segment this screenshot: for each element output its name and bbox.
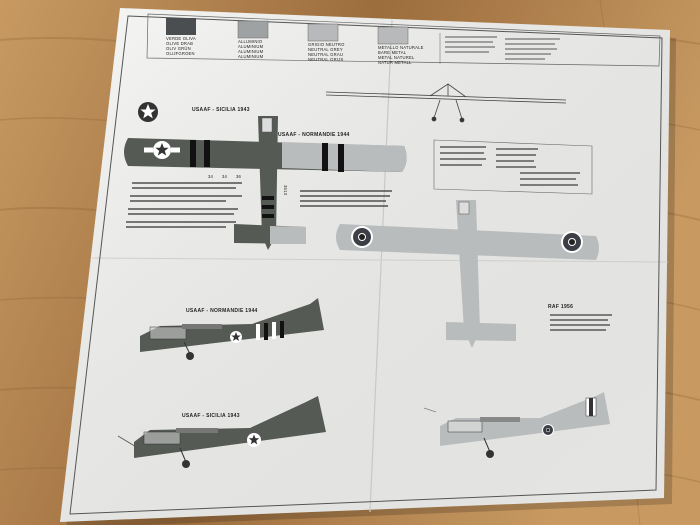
swatch-label: ALUMINIUM: [238, 44, 264, 49]
raf-roundel-right: [561, 231, 583, 253]
title-usaaf-normandie-top: USAAF - NORMANDIE 1944: [278, 132, 350, 138]
title-usaaf-sicilia-side: USAAF - SICILIA 1943: [182, 413, 240, 419]
swatch-label: ALLUMINIO: [238, 39, 263, 44]
usaaf-star-insignia: [138, 102, 158, 122]
raf-tailplane: [446, 322, 516, 341]
swatch-label: NEUTRAL GREY: [308, 47, 343, 52]
instruction-text-left: [126, 182, 242, 228]
side-view-usaaf-normandie: [140, 298, 324, 360]
svg-text:34: 34: [222, 174, 228, 179]
side-view-raf: [423, 392, 610, 458]
swatch-label: BARE METAL: [378, 50, 407, 55]
swatch-label: ALUMINIUM: [238, 54, 264, 59]
title-usaaf-sicilia-top: USAAF - SICILIA 1943: [192, 107, 250, 113]
paper-shade: [60, 8, 670, 522]
swatch-label: NATUR METALL: [378, 60, 412, 65]
swatch-label: METAL NATUREL: [378, 55, 415, 60]
raf-text-block: [550, 314, 612, 331]
sheet-border: [69, 15, 663, 515]
swatch-label: NEUTRAL GRAU: [308, 52, 343, 57]
swatch-label: OLIV GRÜN: [166, 46, 191, 51]
instruction-text-center: [300, 190, 392, 207]
swatch-label: GRIGIO NEUTRO: [308, 42, 345, 47]
svg-text:3513: 3513: [283, 185, 288, 196]
top-view-usaaf-plane: 3513 34 34 36: [124, 116, 407, 250]
side-view-usaaf-sicilia: [117, 396, 326, 468]
swatch-neutral-grey: [307, 23, 339, 42]
title-usaaf-normandie-side: USAAF - NORMANDIE 1944: [186, 308, 258, 314]
swatch-label: ALUMINIUM: [238, 49, 264, 54]
swatch-aluminium: [237, 20, 269, 39]
top-view-raf-plane: [336, 200, 599, 348]
fold-line-vertical: [369, 19, 393, 513]
swatch-label: VERDE OLIVA: [166, 36, 196, 41]
svg-text:34: 34: [208, 174, 214, 179]
swatch-label: METALLO NATURALE: [378, 45, 424, 50]
swatch-label: OLIVE DRAB: [166, 41, 193, 46]
raf-roundel-left: [351, 226, 373, 248]
swatch-label: OLIJFGROEN: [166, 51, 195, 56]
title-raf: RAF 1956: [548, 304, 573, 310]
paint-table-box: [433, 139, 593, 195]
swatch-label: NEUTRAL GRIJS: [308, 57, 344, 62]
fold-line-horizontal: [91, 257, 669, 263]
swatch-olive-drab: [166, 18, 196, 35]
swatch-bare-metal: [377, 26, 409, 45]
outline-front-view-plane: [325, 83, 567, 123]
raf-fuselage: [456, 200, 480, 348]
svg-text:36: 36: [236, 174, 242, 179]
header-notes: [445, 36, 560, 60]
